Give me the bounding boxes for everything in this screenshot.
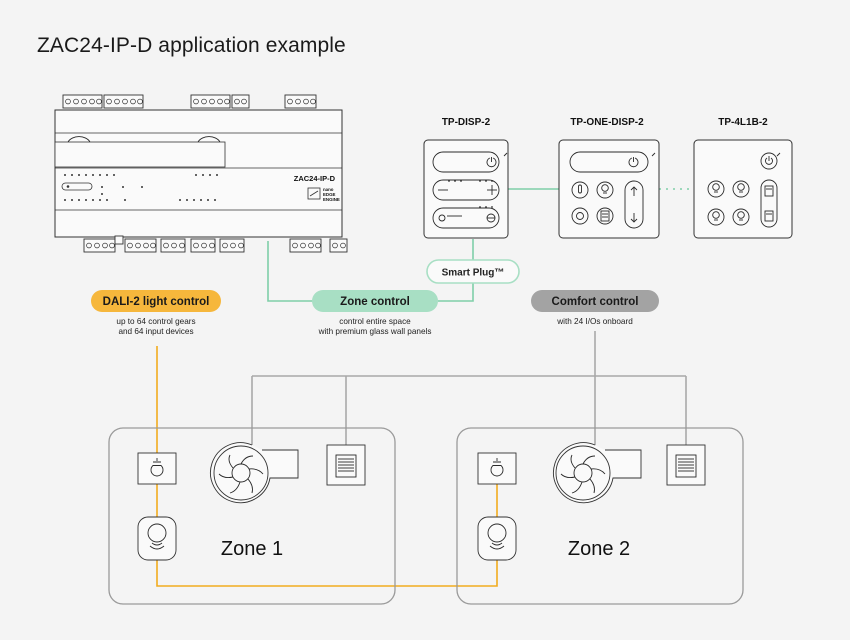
- zone-desc-2: with premium glass wall panels: [318, 327, 432, 336]
- dali-desc-2: and 64 input devices: [118, 327, 193, 336]
- bottom-terminals: [83, 235, 348, 253]
- blind-icon-up: [764, 185, 774, 197]
- light-fixture-icon: [137, 452, 177, 485]
- panel-title-tp-disp-2: TP-DISP-2: [442, 117, 491, 128]
- bulb-icon: [596, 181, 614, 199]
- thermometer-icon: [571, 181, 589, 199]
- comfort-control-pill-label: Comfort control: [552, 296, 639, 308]
- dali-desc-1: up to 64 control gears: [116, 317, 195, 326]
- zone-2-label: Zone 2: [568, 538, 630, 560]
- logo-line-1: nano: [323, 187, 334, 192]
- motion-sensor-icon: [477, 516, 517, 561]
- motion-sensor-icon: [137, 516, 177, 561]
- controller-label: ZAC24-IP-D: [294, 174, 336, 183]
- zone-desc-1: control entire space: [339, 317, 411, 326]
- page-title: ZAC24-IP-D application example: [37, 34, 346, 57]
- bulb-icon-2: [732, 180, 750, 198]
- panel-tp-disp-2: [423, 139, 509, 239]
- dali-pill-label: DALI-2 light control: [103, 296, 210, 308]
- comfort-desc-1: with 24 I/Os onboard: [556, 317, 633, 326]
- dali-pill: DALI-2 light control up to 64 control ge…: [91, 290, 221, 336]
- light-fixture-icon: [477, 452, 517, 485]
- bulb-icon-4: [732, 208, 750, 226]
- blind-icon: [596, 207, 614, 225]
- controller-body: [54, 109, 343, 238]
- zac24-controller: ZAC24-IP-D nano EDGE ENGINE: [54, 94, 348, 253]
- panel-tp-one-disp-2: [558, 139, 660, 239]
- fan-coil-icon: [553, 442, 642, 504]
- top-terminals: [62, 94, 317, 109]
- arrow-up-icon: [630, 186, 638, 196]
- panel-tp-4l1b-2: [693, 139, 793, 239]
- comfort-lines: [251, 331, 687, 455]
- dali-lines: [156, 346, 498, 587]
- zone-control-pill: Zone control control entire space with p…: [312, 290, 438, 336]
- blind-actuator-icon: [326, 444, 366, 486]
- power-icon: [486, 157, 497, 168]
- zone-1-label: Zone 1: [221, 538, 283, 560]
- zone-2: Zone 2: [456, 427, 744, 605]
- fan-low-icon: [438, 214, 446, 222]
- blind-actuator-icon: [666, 444, 706, 486]
- fan-high-icon: [486, 213, 496, 223]
- smart-plug-badge: Smart Plug™: [426, 259, 520, 284]
- controller-logo: nano EDGE ENGINE: [307, 187, 340, 202]
- power-icon: [760, 152, 778, 170]
- panel-title-tp-one-disp-2: TP-ONE-DISP-2: [570, 117, 644, 128]
- bulb-icon-1: [707, 180, 725, 198]
- logo-line-3: ENGINE: [323, 197, 340, 202]
- bulb-icon-3: [707, 208, 725, 226]
- arrow-down-icon: [630, 213, 638, 223]
- panel-title-tp-4l1b-2: TP-4L1B-2: [718, 117, 768, 128]
- comfort-control-pill: Comfort control with 24 I/Os onboard: [531, 290, 659, 326]
- power-icon: [628, 157, 639, 168]
- zone-1: Zone 1: [108, 427, 396, 605]
- fan-icon: [571, 207, 589, 225]
- smart-plug-label: Smart Plug™: [442, 268, 505, 279]
- fan-coil-icon: [210, 442, 299, 504]
- logo-line-2: EDGE: [323, 192, 336, 197]
- plus-icon: [487, 185, 497, 195]
- zone-control-pill-label: Zone control: [340, 296, 410, 308]
- blind-icon-down: [764, 210, 774, 222]
- zone-control-lines: [267, 188, 694, 302]
